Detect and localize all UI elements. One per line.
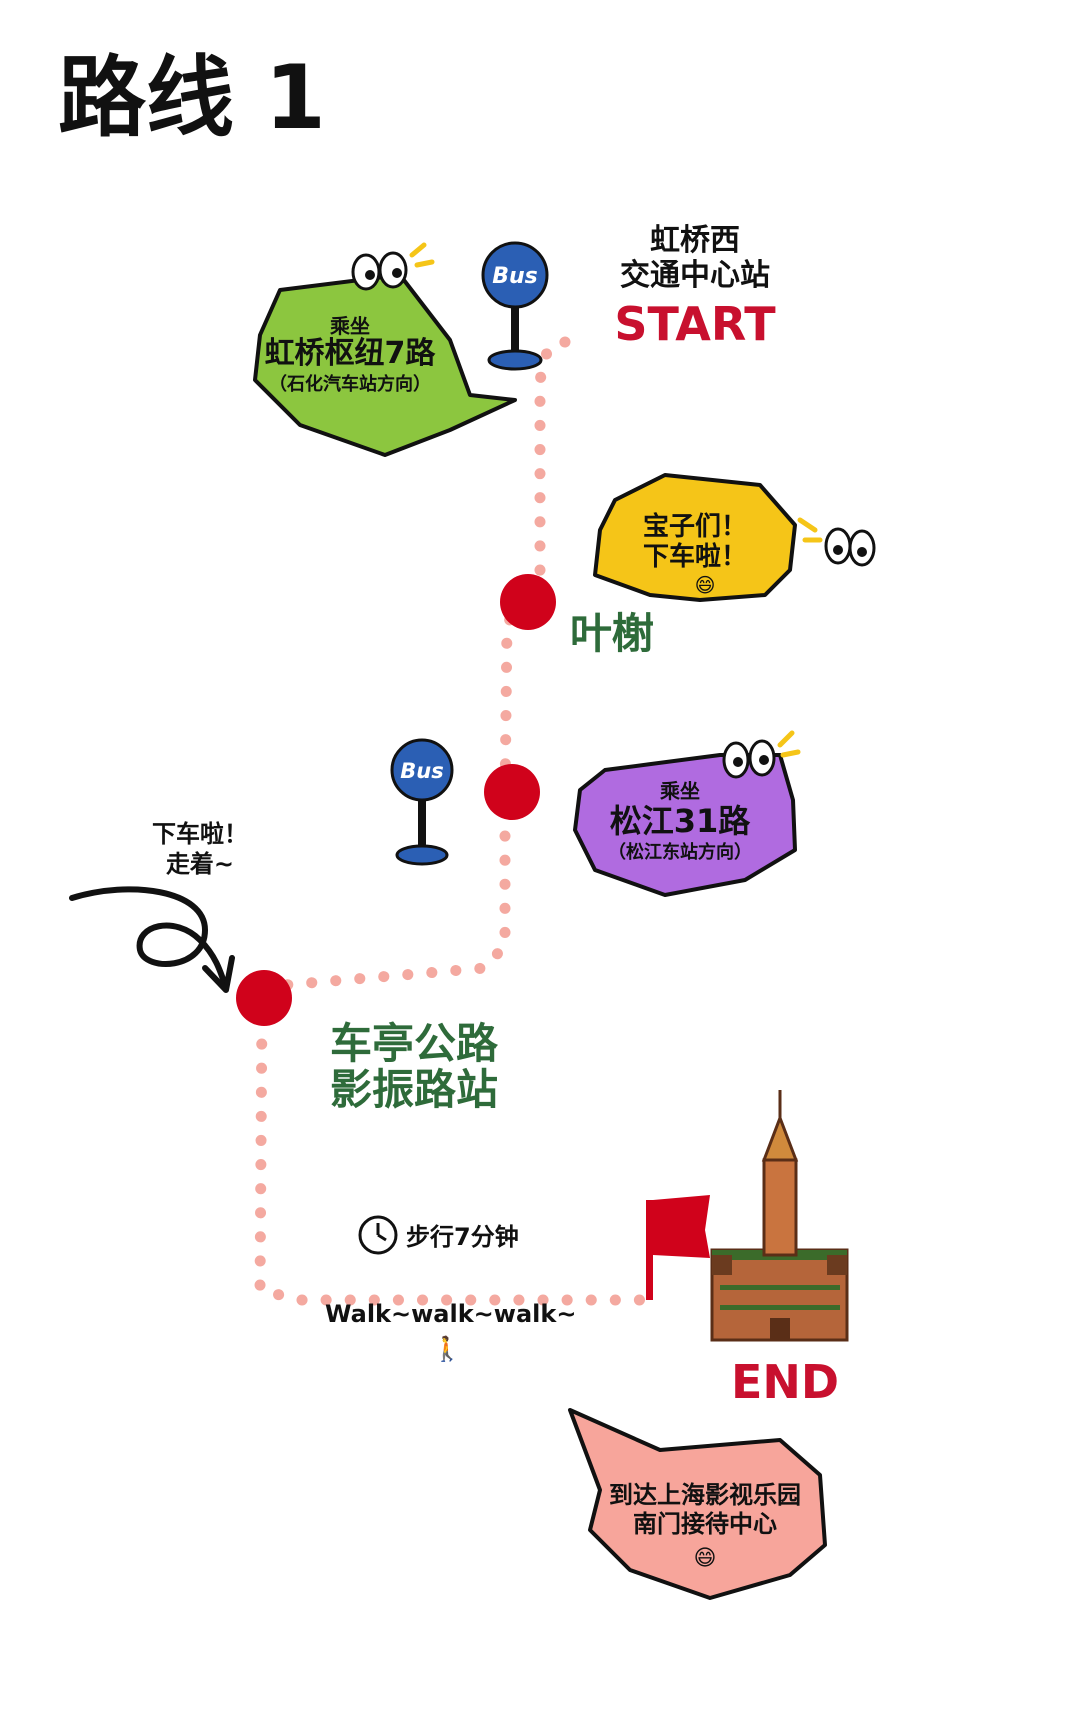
bubble-arrival: 到达上海影视乐园 南门接待中心 😄 bbox=[568, 1408, 827, 1600]
bubble-arrival-line2: 南门接待中心 bbox=[633, 1510, 777, 1538]
bus-sign-label-2: Bus bbox=[400, 759, 443, 783]
stop-marker-transfer bbox=[484, 764, 540, 820]
clock-icon bbox=[358, 1215, 398, 1255]
stop-marker-chexiang bbox=[236, 970, 292, 1026]
walk-text: Walk~walk~walk~ bbox=[325, 1300, 576, 1328]
smile-emoji-icon: 😄 bbox=[694, 1546, 717, 1571]
start-station-line1: 虹桥西 bbox=[650, 223, 740, 258]
stop-label-chexiang-line1: 车亭公路 bbox=[330, 1019, 499, 1068]
bubble-bus-31-route: 松江31路 bbox=[610, 802, 752, 840]
arrow-note-line1: 下车啦！ bbox=[152, 820, 248, 848]
bubble-bus-31: 乘坐 松江31路 （松江东站方向） bbox=[573, 730, 801, 897]
film-park-building-icon bbox=[710, 1090, 849, 1342]
walker-icon: 🚶 bbox=[432, 1335, 462, 1363]
bubble-bus-31-direction: （松江东站方向） bbox=[608, 841, 752, 863]
bus-stop-sign-2: Bus bbox=[390, 738, 454, 866]
bus-sign-label-1: Bus bbox=[492, 264, 538, 289]
walk-time: 步行7分钟 bbox=[406, 1223, 519, 1251]
stop-marker-yeshu bbox=[500, 574, 556, 630]
stop-label-yeshu: 叶榭 bbox=[570, 609, 654, 658]
bubble-bus-7-small: 乘坐 bbox=[329, 314, 370, 338]
curly-arrow-icon bbox=[69, 886, 235, 993]
page-title: 路线 1 bbox=[58, 46, 326, 149]
start-label: START bbox=[614, 297, 776, 351]
bubble-get-off: 宝子们！ 下车啦！ 😄 bbox=[593, 473, 876, 602]
stop-label-chexiang-line2: 影振路站 bbox=[330, 1065, 498, 1114]
start-station-line2: 交通中心站 bbox=[620, 258, 770, 293]
googly-eyes-icon bbox=[797, 517, 876, 567]
bubble-get-off-line2: 下车啦！ bbox=[643, 541, 747, 572]
bubble-bus-7-route: 虹桥枢纽7路 bbox=[265, 336, 437, 371]
bubble-bus-7: 乘坐 虹桥枢纽7路 （石化汽车站方向） bbox=[253, 242, 517, 457]
googly-eyes-icon bbox=[722, 730, 801, 779]
googly-eyes-icon bbox=[351, 242, 435, 291]
bubble-bus-31-small: 乘坐 bbox=[659, 779, 700, 803]
finish-flag-icon bbox=[646, 1195, 710, 1300]
arrow-note-line2: 走着~ bbox=[166, 850, 234, 878]
bubble-get-off-line1: 宝子们！ bbox=[643, 511, 747, 542]
bus-stop-sign-1: Bus bbox=[481, 241, 549, 371]
end-label: END bbox=[731, 1355, 839, 1409]
bubble-arrival-line1: 到达上海影视乐园 bbox=[609, 1481, 801, 1509]
bubble-bus-7-direction: （石化汽车站方向） bbox=[269, 373, 431, 395]
smile-emoji-icon: 😄 bbox=[695, 573, 716, 597]
